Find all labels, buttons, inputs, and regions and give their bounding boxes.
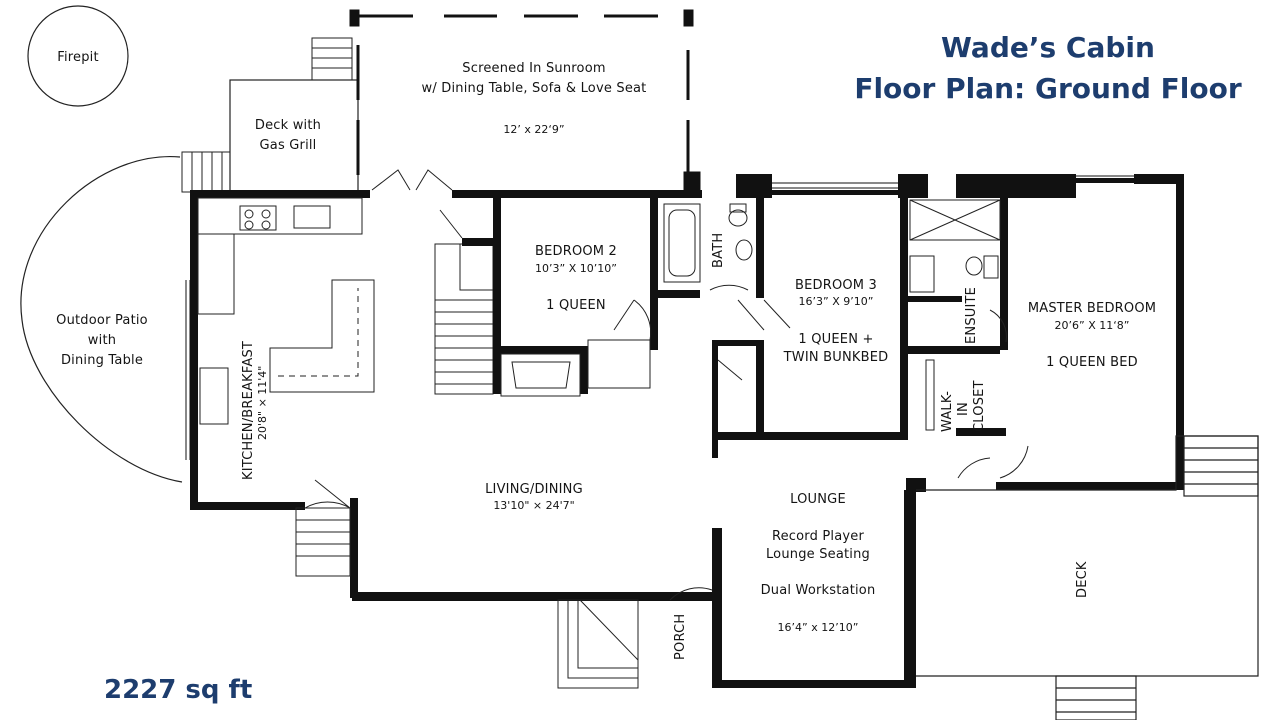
windows (185, 175, 1183, 687)
ensuite-label: ENSUITE (964, 287, 979, 344)
firepit-circle (27, 5, 129, 107)
sunroom-desc: w/ Dining Table, Sofa & Love Seat (422, 81, 647, 96)
porch-door (669, 587, 713, 601)
french-doors (371, 169, 453, 191)
patio-label-1: Outdoor Patio (56, 313, 148, 328)
ensuite-walls (900, 190, 1008, 440)
deck-label: DECK (1075, 561, 1090, 598)
sunroom-walls (349, 9, 701, 191)
lounge-item-3: Dual Workstation (761, 583, 876, 598)
patio-outline (20, 156, 183, 483)
closet-label-1: WALK- (940, 391, 955, 432)
deck-grill-label-1: Deck with (255, 118, 321, 133)
porch-steps (557, 599, 639, 689)
deck-grill-label-2: Gas Grill (260, 138, 317, 153)
bath-door (709, 284, 749, 291)
stair-wall (462, 238, 498, 246)
hall-closet (712, 340, 908, 458)
master-doors (957, 445, 1029, 479)
patio-label-3: Dining Table (61, 353, 143, 368)
bedroom-3-bed-1: 1 QUEEN + (798, 332, 873, 347)
living-label: LIVING/DINING (485, 482, 583, 497)
living-dimensions: 13'10" × 24'7" (493, 499, 574, 512)
ensuite-door (989, 309, 1007, 343)
sunroom-label: Screened In Sunroom (462, 61, 605, 76)
master-bed: 1 QUEEN BED (1046, 355, 1138, 370)
kitchen-door-swing (304, 479, 351, 509)
bath-fixtures (663, 203, 753, 283)
plan-title-line-1: Wade’s Cabin (941, 31, 1155, 64)
deck-grill-steps (311, 37, 353, 81)
kitchen-label: KITCHEN/BREAKFAST (241, 341, 256, 480)
bath-wall (756, 198, 764, 298)
bedroom-3-bed-2: TWIN BUNKBED (783, 350, 889, 365)
patio-label-2: with (88, 333, 116, 348)
bedroom-2-door (613, 299, 652, 341)
bedroom-3-dimensions: 16’3” X 9’10” (799, 295, 874, 308)
bedroom-2-bed: 1 QUEEN (546, 298, 606, 313)
plan-title-line-2: Floor Plan: Ground Floor (854, 72, 1242, 105)
closet-label-3: CLOSET (972, 380, 987, 432)
bedroom-2-fireplace (500, 353, 581, 397)
bedroom-2-closet (587, 339, 651, 389)
kitchen-counters (197, 197, 375, 425)
lounge-item-1: Record Player (772, 529, 865, 544)
stair-door (439, 209, 463, 239)
master-dimensions: 20’6” X 11‘8” (1055, 319, 1130, 332)
ensuite-fixtures (909, 199, 1001, 293)
exterior-walls (190, 174, 1184, 688)
bedroom-2-walls (493, 198, 700, 394)
kitchen-steps (295, 507, 351, 577)
closet-rod (925, 359, 935, 431)
interior-stairs (434, 243, 494, 395)
sunroom-dimensions: 12’ x 22‘9” (503, 123, 564, 136)
porch-label: PORCH (673, 614, 688, 660)
deck-grill-outline (229, 79, 359, 193)
total-area: 2227 sq ft (104, 675, 252, 705)
lounge-dimensions: 16’4” x 12’10” (778, 621, 859, 634)
lounge-item-2: Lounge Seating (766, 547, 870, 562)
closet-label-2: IN (956, 402, 971, 416)
patio-steps (181, 151, 231, 193)
kitchen-dimensions: 20'8" × 11'4" (256, 366, 269, 440)
hall-doors (717, 299, 791, 381)
lounge-label: LOUNGE (790, 492, 846, 507)
deck-outline (916, 435, 1259, 720)
bedroom-3-label: BEDROOM 3 (795, 278, 877, 293)
firepit-label: Firepit (57, 50, 99, 65)
bedroom-2-label: BEDROOM 2 (535, 244, 617, 259)
bath-label: BATH (711, 233, 726, 268)
bedroom-2-dimensions: 10’3” X 10’10” (535, 262, 617, 275)
master-label: MASTER BEDROOM (1028, 301, 1156, 316)
